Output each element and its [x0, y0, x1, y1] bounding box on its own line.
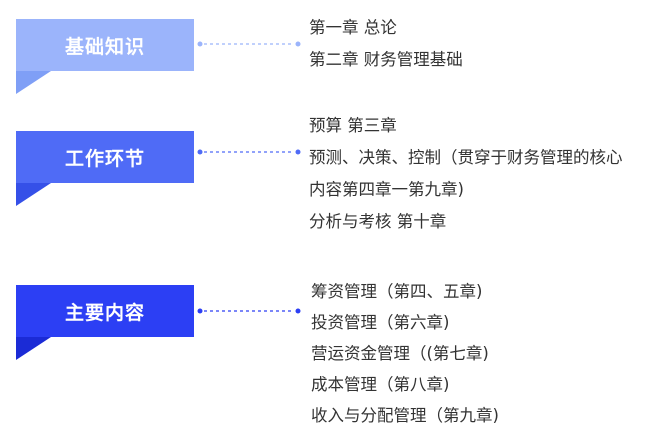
list-item: 第二章 财务管理基础 — [309, 50, 463, 69]
main-content-items: 筹资管理（第四、五章) 投资管理（第六章) 营运资金管理（(第七章) 成本管理（… — [311, 276, 499, 431]
tab-basic-knowledge: 基础知识 — [16, 19, 194, 94]
tab-label: 主要内容 — [16, 285, 194, 337]
tab-label: 工作环节 — [16, 131, 194, 183]
list-item: 成本管理（第八章) — [311, 375, 450, 394]
dashed-connector — [196, 39, 302, 49]
tab-fold-shape — [16, 337, 51, 360]
work-stages-items: 预算 第三章 预测、决策、控制（贯穿于财务管理的核心 内容第四章一第九章) 分析… — [309, 110, 623, 238]
dashed-connector — [196, 147, 302, 157]
tab-fold-shape — [16, 71, 51, 94]
basic-knowledge-items: 第一章 总论 第二章 财务管理基础 — [309, 12, 463, 76]
list-item: 营运资金管理（(第七章) — [311, 344, 489, 363]
list-item: 收入与分配管理（第九章) — [311, 406, 499, 425]
list-item: 第一章 总论 — [309, 18, 397, 37]
tab-work-stages: 工作环节 — [16, 131, 194, 206]
list-item: 预算 第三章 — [309, 116, 397, 135]
list-item: 投资管理（第六章) — [311, 313, 450, 332]
tab-main-content: 主要内容 — [16, 285, 194, 360]
list-item: 分析与考核 第十章 — [309, 212, 447, 231]
list-item: 筹资管理（第四、五章) — [311, 282, 483, 301]
list-item: 预测、决策、控制（贯穿于财务管理的核心 — [309, 148, 623, 167]
tab-fold-shape — [16, 183, 51, 206]
tab-label: 基础知识 — [16, 19, 194, 71]
dashed-connector — [196, 306, 302, 316]
list-item: 内容第四章一第九章) — [309, 180, 464, 199]
